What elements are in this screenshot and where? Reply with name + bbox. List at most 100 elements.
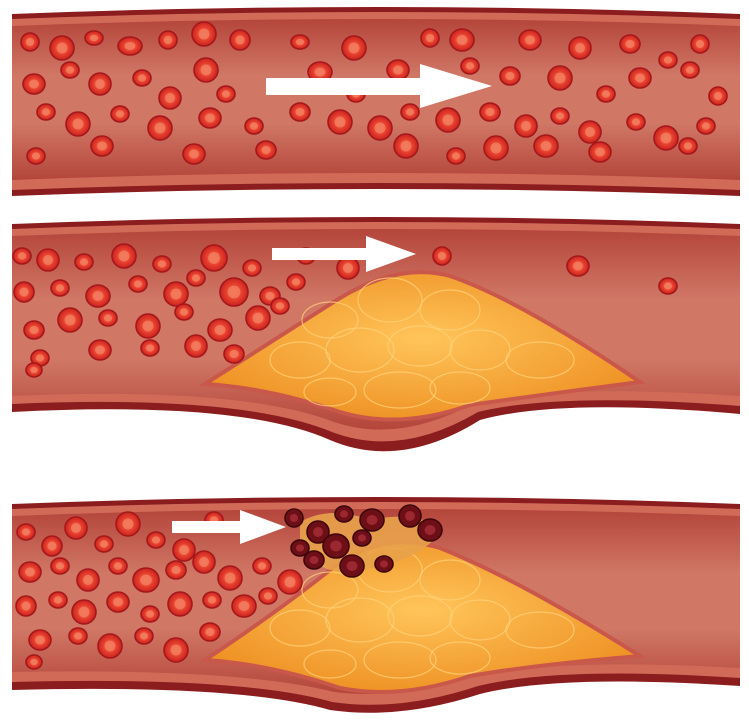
blood-cell [183, 144, 205, 164]
blood-cell [579, 121, 601, 143]
blood-cell [203, 592, 221, 608]
blood-cell [597, 86, 615, 102]
blood-cell [256, 141, 276, 159]
blood-cell [187, 270, 205, 286]
blood-cell [515, 115, 537, 137]
blood-cell [51, 558, 69, 574]
blood-cell [26, 363, 42, 377]
blood-cell [500, 67, 520, 85]
clot-cell [375, 556, 393, 572]
blood-cell [201, 245, 227, 271]
blood-cell [217, 86, 235, 102]
blood-cell [129, 276, 147, 292]
blood-cell [337, 257, 359, 279]
blood-cell [551, 108, 569, 124]
blood-cell [450, 29, 474, 51]
blood-cell [421, 29, 439, 47]
blood-cell [133, 568, 159, 592]
clot-cell [353, 530, 371, 546]
blood-cell [394, 134, 418, 158]
blood-cell [259, 588, 277, 604]
blood-cell [246, 306, 270, 330]
blood-cell [27, 148, 45, 164]
blood-cell [659, 278, 677, 294]
clot-cell [323, 534, 349, 558]
blood-cell [679, 138, 697, 154]
blood-cell [21, 33, 39, 51]
blood-cell [95, 536, 113, 552]
blood-cell [433, 247, 451, 265]
blood-cell [37, 104, 55, 120]
blood-cell [118, 37, 142, 55]
blood-cell [99, 310, 117, 326]
blood-cell [691, 35, 709, 53]
blood-cell [159, 31, 177, 49]
blood-cell [567, 256, 589, 276]
blood-cell [111, 106, 129, 122]
blood-cell [109, 558, 127, 574]
blood-cell [14, 282, 34, 302]
blood-cell [290, 103, 310, 121]
blood-cell [141, 340, 159, 356]
blood-cell [220, 278, 248, 306]
blood-cell [232, 595, 256, 617]
blood-cell [342, 36, 366, 60]
blood-cell [50, 36, 74, 60]
blood-cell [72, 600, 96, 624]
blood-cell [112, 244, 136, 268]
blood-cell [271, 298, 289, 314]
blood-cell [51, 280, 69, 296]
clot-cell [340, 555, 364, 577]
blood-cell [16, 596, 36, 616]
blood-cell [159, 87, 181, 109]
blood-cell [534, 135, 558, 157]
blood-cell [147, 532, 165, 548]
blood-cell [328, 110, 352, 134]
blood-cell [208, 319, 232, 341]
blood-cell [569, 37, 591, 59]
blood-cell [77, 569, 99, 591]
blood-cell [85, 31, 103, 45]
blood-cell [192, 22, 216, 46]
blood-cell [548, 66, 572, 90]
blood-cell [620, 35, 640, 53]
clot-cell [335, 506, 353, 522]
blood-cell [278, 570, 302, 594]
blood-cell [484, 136, 508, 160]
blood-cell [24, 321, 44, 339]
blood-cell [245, 118, 263, 134]
blood-cell [230, 30, 250, 50]
blood-cell [709, 87, 727, 105]
blood-cell [447, 148, 465, 164]
blood-cell [98, 634, 122, 658]
blood-cell [91, 136, 113, 156]
blood-cell [253, 558, 271, 574]
blood-cell [654, 126, 678, 150]
blood-cell [697, 118, 715, 134]
blood-cell [164, 638, 188, 662]
blood-cell [681, 62, 699, 78]
blood-cell [218, 566, 242, 590]
blood-cell [58, 308, 82, 332]
blood-cell [19, 562, 41, 582]
blood-cell [13, 248, 31, 264]
blood-cell [61, 62, 79, 78]
blood-cell [164, 282, 188, 306]
panel-plaque-buildup [12, 217, 740, 451]
blood-cell [153, 256, 171, 272]
blood-cell [141, 606, 159, 622]
blood-cell [37, 249, 59, 271]
blood-cell [368, 116, 392, 140]
panel-normal-flow [12, 7, 740, 196]
clot-cell [291, 540, 309, 556]
blood-cell [173, 539, 195, 561]
blood-cell [116, 512, 140, 536]
blood-cell [26, 655, 42, 669]
blood-cell [89, 340, 111, 360]
clot-cell [418, 519, 442, 541]
blood-cell [17, 524, 35, 540]
blood-cell [133, 70, 151, 86]
blood-cell [387, 60, 409, 80]
